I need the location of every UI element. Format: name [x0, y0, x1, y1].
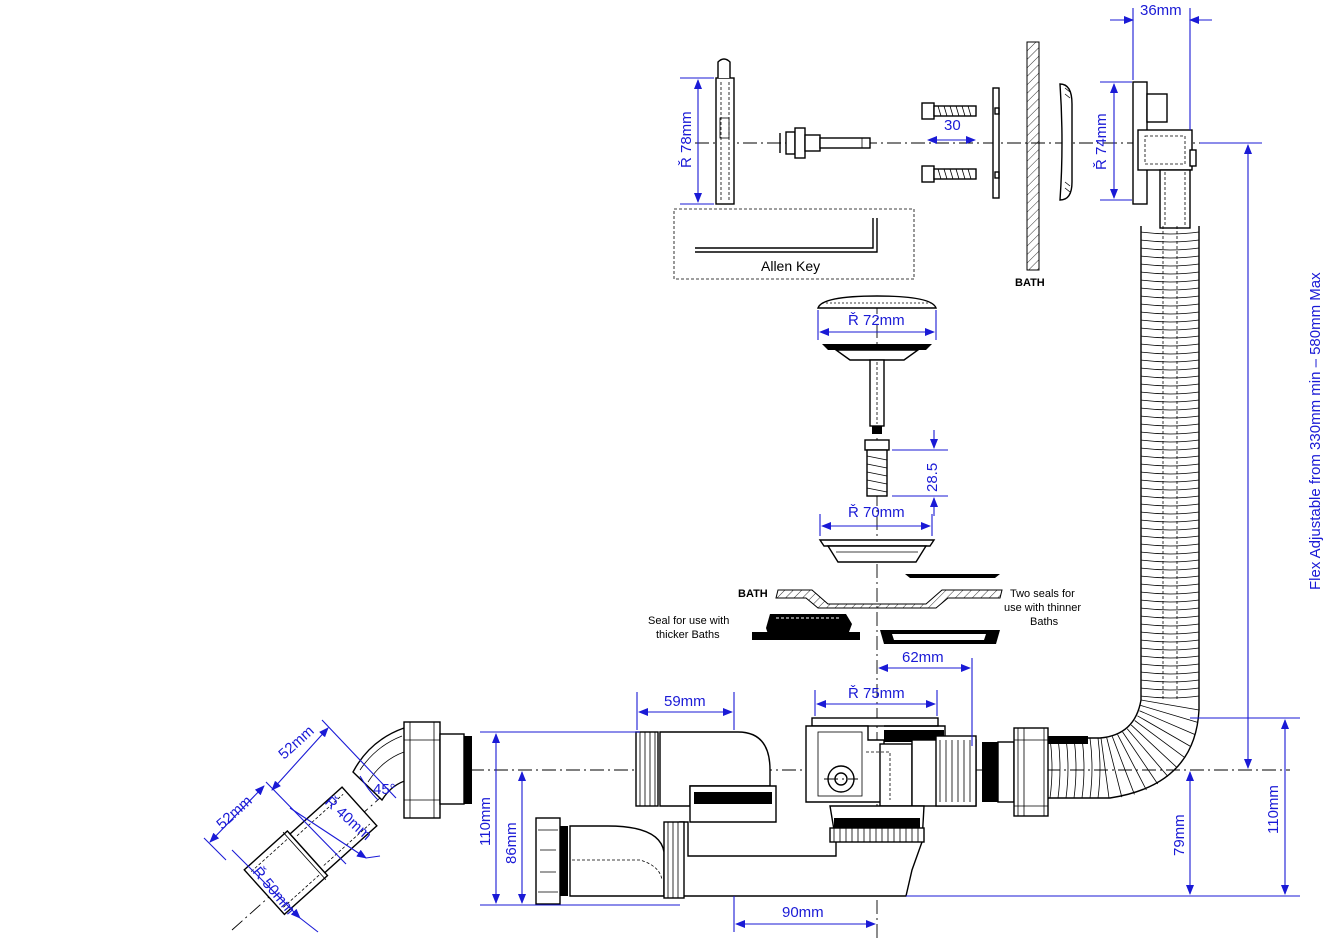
- dim-59mm: 59mm: [664, 693, 706, 710]
- plug-cap: [817, 295, 937, 309]
- angled-outlet: [243, 721, 472, 916]
- seal-thin-note-2: use with thinner: [1004, 602, 1081, 614]
- overflow-assembly: [1132, 81, 1197, 229]
- dim-r78: Ř 78mm: [678, 111, 695, 168]
- overflow-cover-side-view: [715, 58, 735, 205]
- dim-r72: Ř 72mm: [848, 312, 905, 329]
- allen-key-box: Allen Key: [673, 208, 915, 280]
- flex-adjustable-label: Flex Adjustable from 330mm min – 580mm M…: [1307, 272, 1324, 590]
- waste-flange: [818, 539, 936, 563]
- dim-30: 30: [944, 117, 961, 134]
- bath-wall-section: BATH: [1015, 41, 1045, 289]
- overflow-seal: [1059, 83, 1073, 201]
- dim-52mm-lower: 52mm: [213, 792, 255, 833]
- bath-section-mid: BATH: [738, 588, 1003, 609]
- allen-key-label: Allen Key: [761, 258, 820, 274]
- plug-body: [822, 344, 932, 497]
- dim-r74: Ř 74mm: [1093, 113, 1110, 170]
- dim-52mm-upper: 52mm: [275, 722, 317, 763]
- waste-body: [535, 717, 1088, 905]
- bath-label-top: BATH: [1015, 277, 1045, 289]
- dim-62mm: 62mm: [902, 649, 944, 666]
- overflow-screws: [921, 102, 977, 183]
- dim-28-5: 28.5: [924, 463, 941, 492]
- dim-110mm-right: 110mm: [1265, 785, 1282, 834]
- bath-label-mid: BATH: [738, 588, 768, 600]
- seal-thick-note-2: thicker Baths: [656, 629, 720, 641]
- seal-thin-bottom: [880, 630, 1000, 644]
- flex-hose: [1030, 226, 1200, 799]
- dim-79mm: 79mm: [1171, 814, 1188, 856]
- seal-thin-note-3: Baths: [1030, 616, 1059, 628]
- dim-90mm: 90mm: [782, 904, 824, 921]
- dim-r70: Ř 70mm: [848, 504, 905, 521]
- dim-36mm: 36mm: [1140, 2, 1182, 19]
- overflow-backplate: [992, 87, 1000, 199]
- dimension-lines: [203, 8, 1300, 933]
- dim-45-degrees: 45°: [373, 781, 396, 798]
- seal-thick: [752, 614, 860, 640]
- dim-r75: Ř 75mm: [848, 685, 905, 702]
- seal-thin-top: [905, 574, 1000, 578]
- dim-86mm: 86mm: [503, 822, 520, 864]
- dim-110mm-left: 110mm: [477, 797, 494, 846]
- seal-thick-note-1: Seal for use with: [648, 615, 729, 627]
- overflow-pin: [779, 127, 871, 159]
- seal-thin-note-1: Two seals for: [1010, 588, 1075, 600]
